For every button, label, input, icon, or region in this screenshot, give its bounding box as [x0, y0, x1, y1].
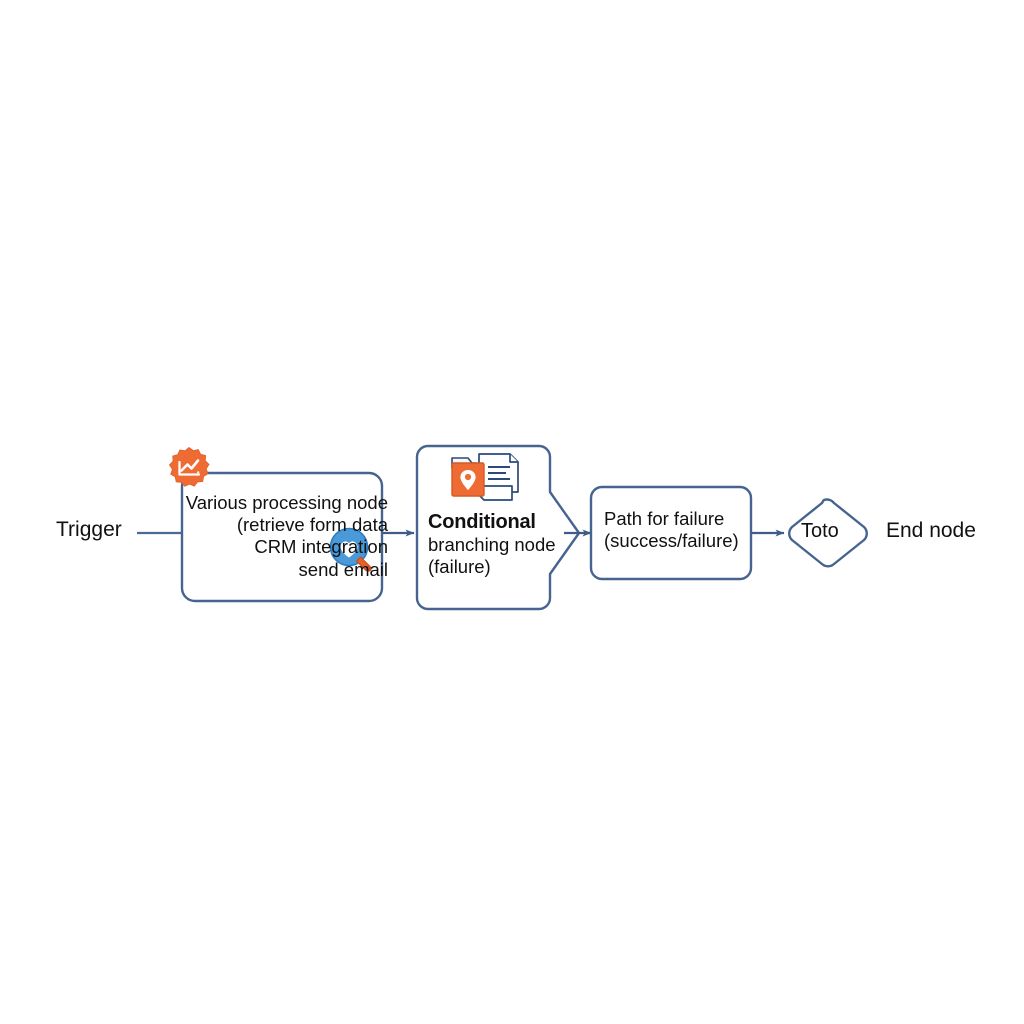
node-processing-line-1: Various processing node	[185, 492, 388, 513]
end-node-label: End node	[886, 519, 976, 542]
node-conditional-line-3: (failure)	[428, 556, 491, 578]
node-path-failure-line-1: Path for failure	[604, 508, 725, 529]
node-conditional-label: Conditional branching node (failure)	[428, 510, 558, 578]
folder-document-icon	[444, 450, 524, 508]
node-toto-shape[interactable]	[788, 498, 868, 568]
node-conditional-line-1: Conditional	[428, 511, 536, 533]
node-processing-shape[interactable]	[180, 471, 384, 603]
node-processing-line-2: (retrieve form data	[236, 514, 388, 536]
node-processing-label: Various processing node (retrieve form d…	[186, 492, 388, 581]
node-path-failure-label: Path for failure (success/failure)	[604, 508, 744, 552]
node-processing-line-4: send email	[298, 558, 388, 580]
magnifier-heart-icon	[325, 524, 377, 576]
trigger-label: Trigger	[56, 518, 122, 541]
seal-check-icon	[166, 446, 212, 492]
node-toto-label: Toto	[801, 520, 839, 542]
node-path-failure-line-2: (success/failure)	[604, 530, 739, 552]
node-processing-line-3: CRM integration	[254, 536, 388, 558]
node-conditional-line-2: branching node	[428, 534, 556, 555]
